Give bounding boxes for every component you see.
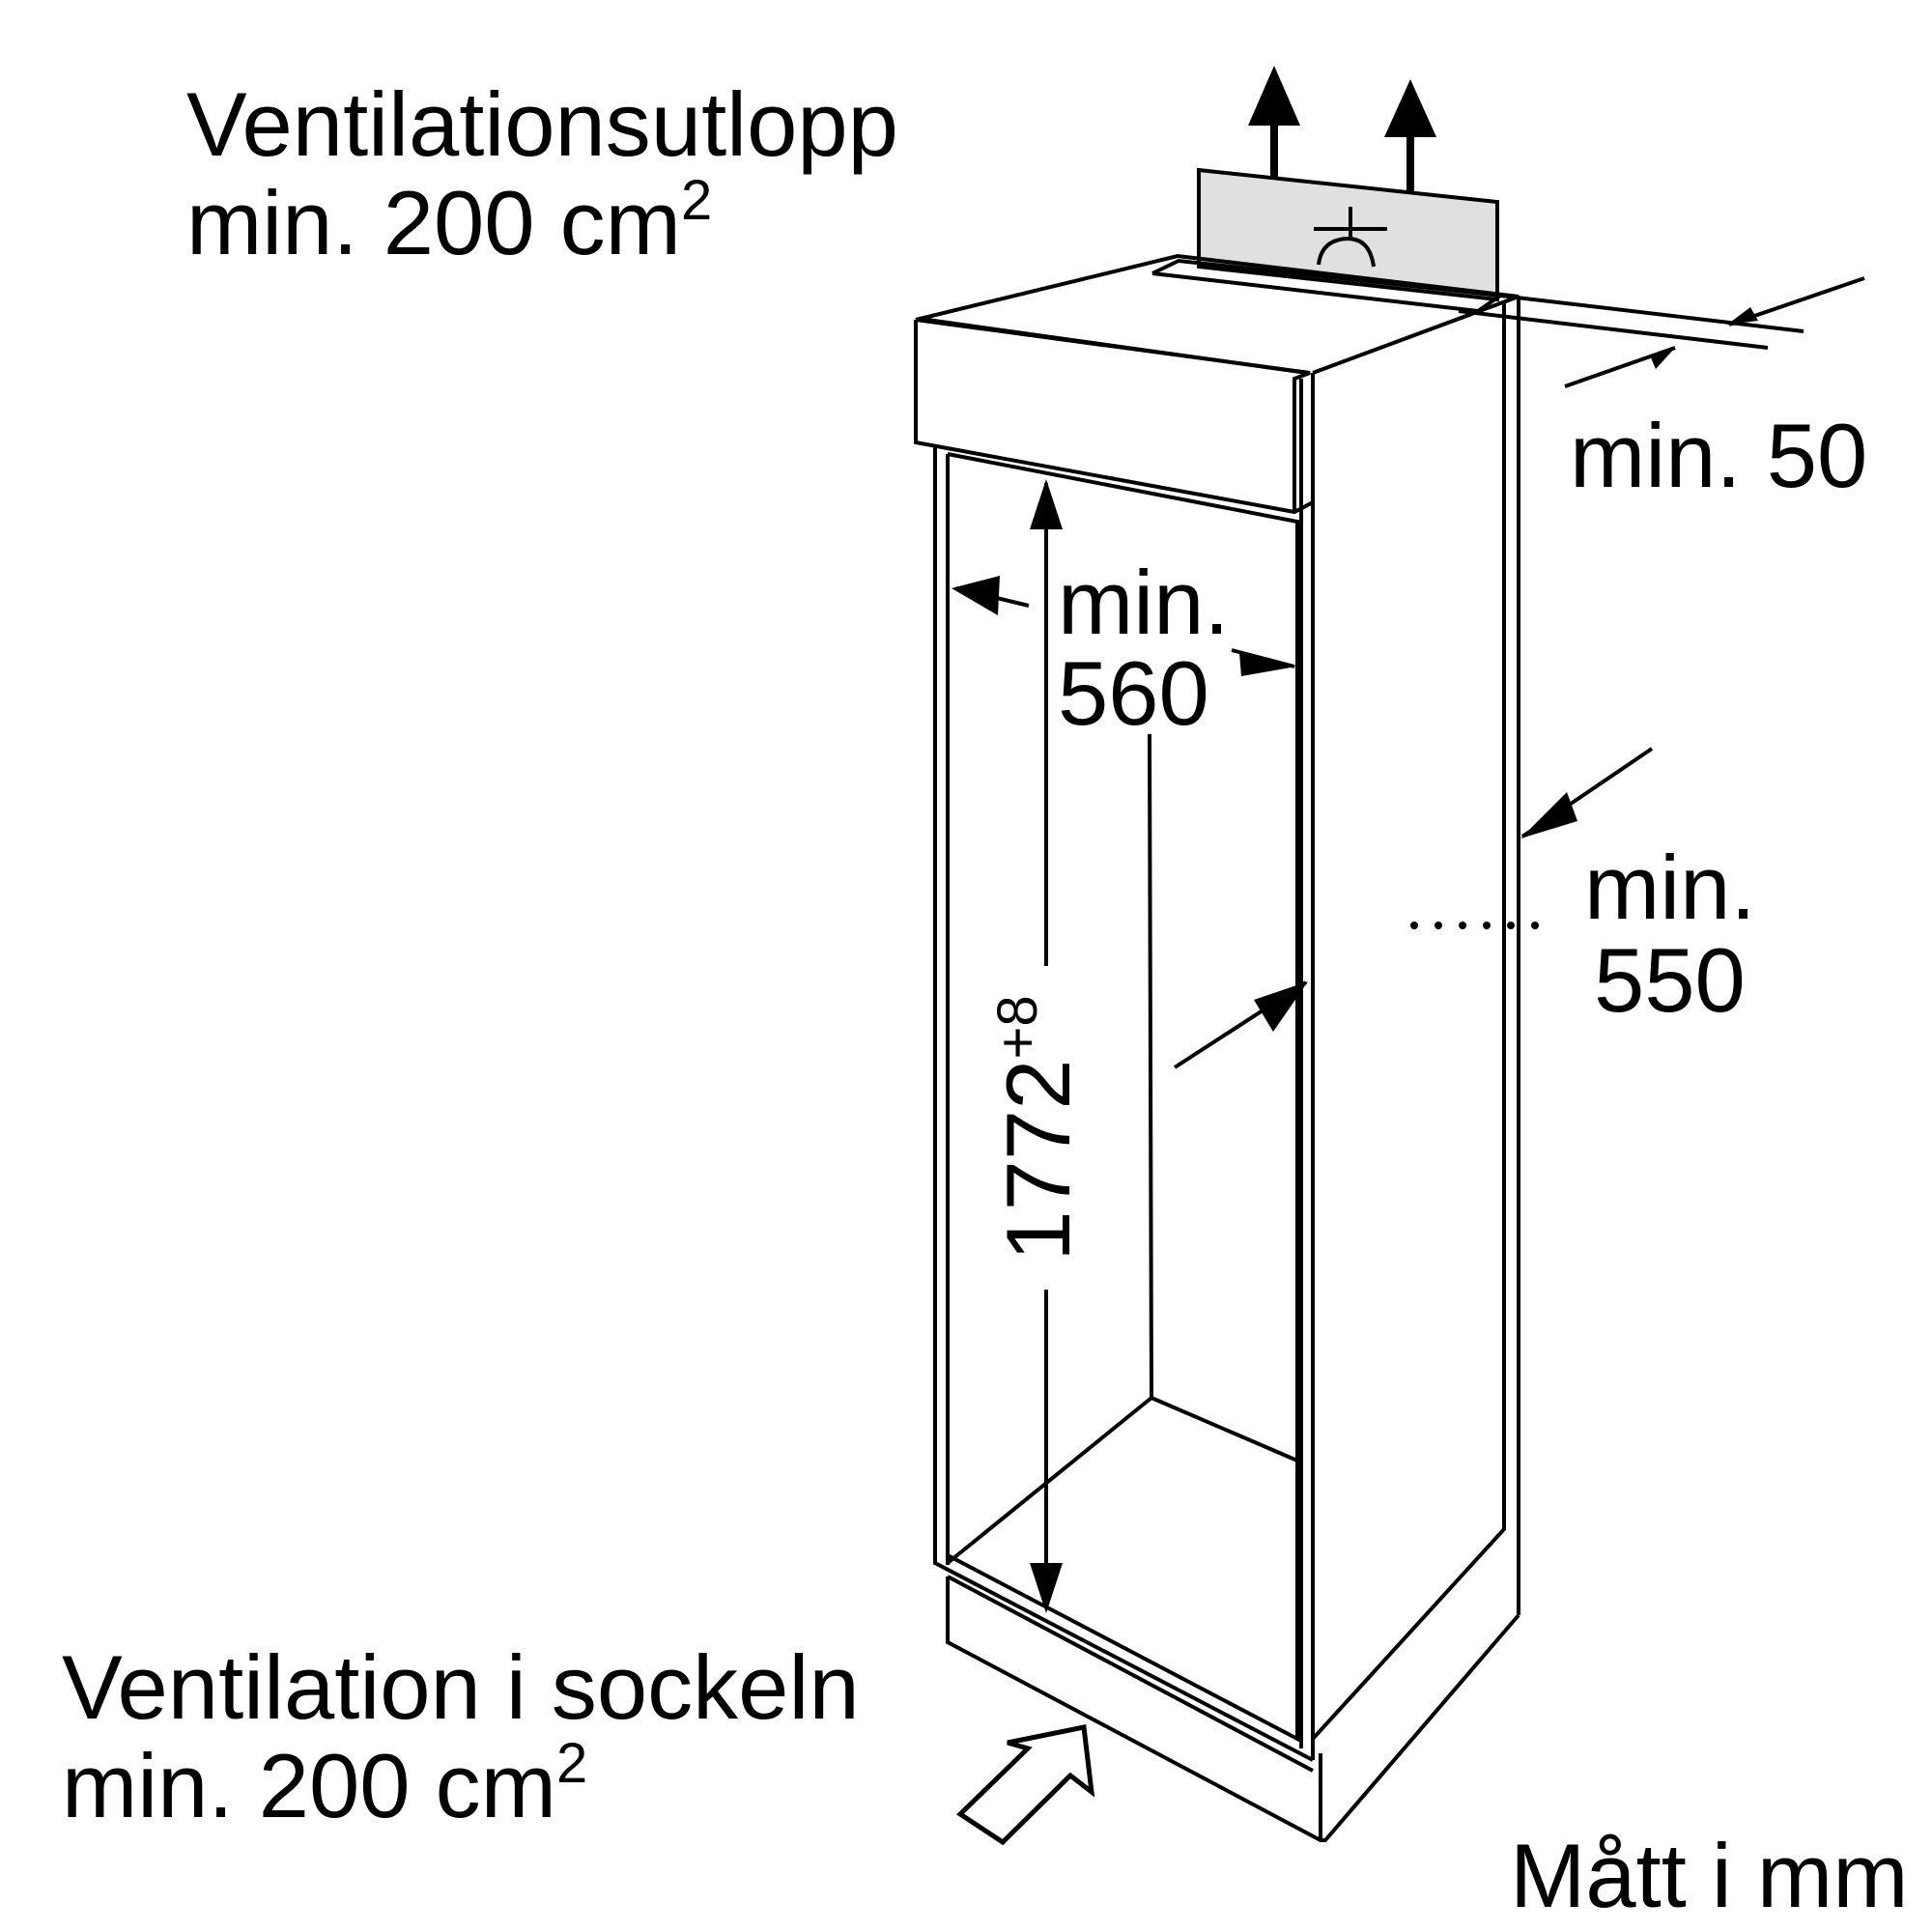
bottom-vent-area-unit-sup: 2	[555, 1732, 588, 1795]
bottom-vent-label: Ventilation i sockeln min. 200 cm2	[62, 1642, 860, 1832]
top-vent-area-unit-sup: 2	[680, 169, 713, 232]
width-value: 560	[1058, 642, 1209, 744]
height-value: 1772	[987, 1059, 1089, 1262]
depth-dimension-label: min. 550	[1584, 842, 1756, 1026]
depth-min-text: min.	[1584, 837, 1756, 938]
width-dimension-label: min. 560	[1058, 557, 1230, 739]
top-vent-area: min. 200 cm2	[186, 173, 898, 269]
height-tolerance: +8	[986, 995, 1049, 1060]
bottom-vent-area: min. 200 cm2	[62, 1736, 860, 1832]
cabinet-outline	[914, 253, 1804, 1842]
height-dimension-label: 1772+8	[986, 995, 1089, 1261]
top-vent-label: Ventilationsutlopp min. 200 cm2	[186, 79, 898, 269]
depth-leader-dots	[1410, 922, 1539, 929]
top-vent-area-value: min. 200 cm	[186, 172, 681, 273]
bottom-vent-area-value: min. 200 cm	[62, 1735, 556, 1836]
width-min-text: min.	[1058, 552, 1230, 653]
depth-value: 550	[1594, 929, 1746, 1031]
top-vent-title: Ventilationsutlopp	[186, 73, 898, 175]
dimension-lines	[952, 276, 1865, 1613]
air-inlet-arrow-icon	[956, 1724, 1095, 1846]
clearance-top-label: min. 50	[1570, 405, 1868, 506]
units-note: Mått i mm	[1510, 1825, 1909, 1926]
fan-icon	[1314, 207, 1387, 268]
bottom-vent-title: Ventilation i sockeln	[62, 1636, 860, 1738]
air-outlet-arrow-icon	[1248, 66, 1436, 191]
